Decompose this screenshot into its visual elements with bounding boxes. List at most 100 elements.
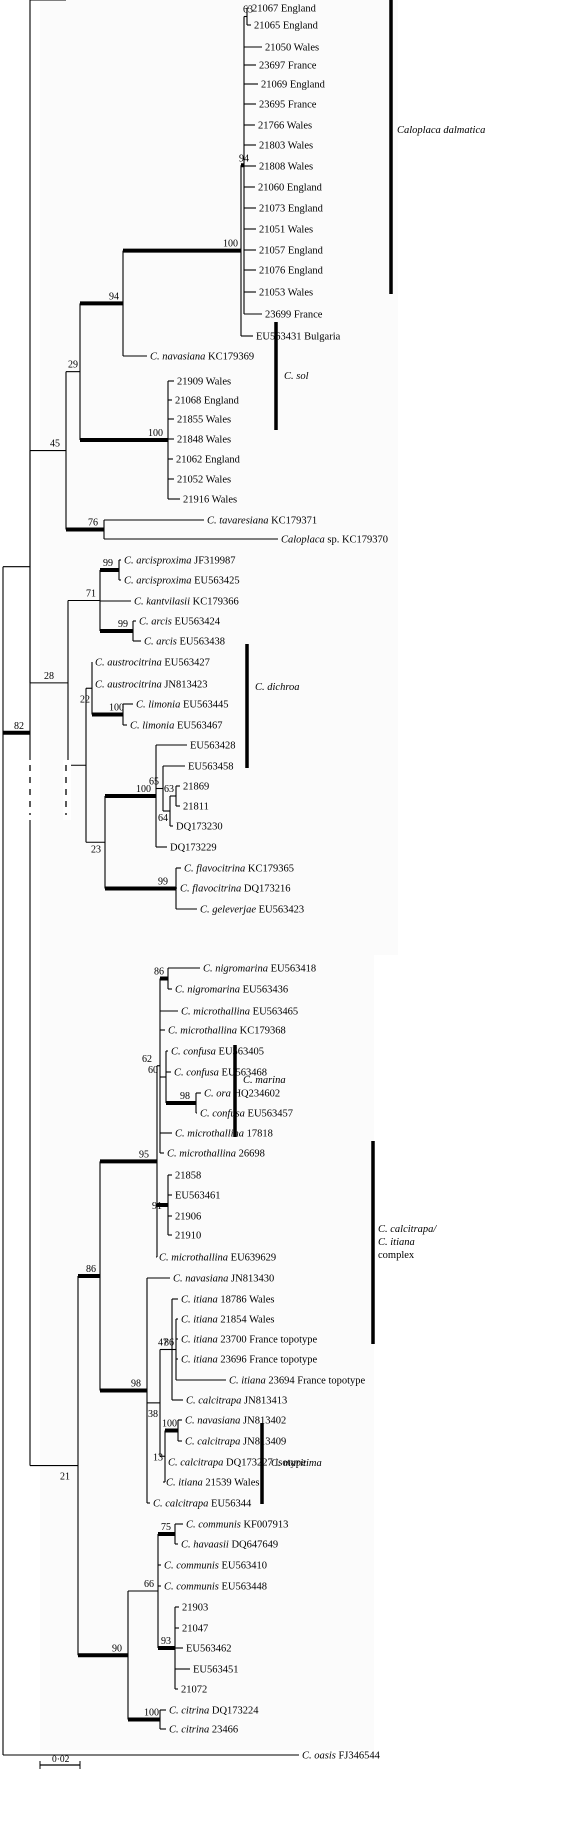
leaf-label: EU563462 <box>186 1644 232 1655</box>
bootstrap-value: 100 <box>162 1419 177 1430</box>
leaf-label: C. itiana 23700 France topotype <box>181 1335 318 1346</box>
leaf-label: C. navasiana JN813402 <box>185 1416 286 1427</box>
leaf-label: C. austrocitrina JN813423 <box>95 680 208 691</box>
bootstrap-value: 22 <box>80 694 90 705</box>
leaf-label: 21073 England <box>259 204 324 215</box>
clade-label: C. itiana <box>378 1237 415 1248</box>
leaf-label: C. oasis FJ346544 <box>302 1751 381 1762</box>
clade-label: C. maritima <box>271 1458 322 1469</box>
leaf-label: 21065 England <box>254 21 319 32</box>
leaf-label: C. havaasii DQ647649 <box>181 1540 278 1551</box>
leaf-label: 21053 Wales <box>259 288 313 299</box>
bootstrap-value: 28 <box>44 671 54 682</box>
leaf-label: 23699 France <box>265 310 323 321</box>
leaf-label: C. itiana 23694 France topotype <box>229 1376 366 1387</box>
leaf-label: C. calcitrapa JN813413 <box>186 1396 287 1407</box>
clade-label: C. marina <box>243 1075 286 1086</box>
leaf-label: 21050 Wales <box>265 43 319 54</box>
leaf-label: EU563451 <box>193 1665 239 1676</box>
leaf-label: DQ173230 <box>176 822 223 833</box>
leaf-label: 21855 Wales <box>177 415 231 426</box>
leaf-label: C. itiana 21854 Wales <box>181 1315 274 1326</box>
leaf-label: C. confusa EU563468 <box>174 1068 267 1079</box>
leaf-label: C. nigromarina EU563418 <box>203 964 316 975</box>
leaf-label: C. calcitrapa EU56344 <box>153 1499 252 1510</box>
bootstrap-value: 63 <box>243 5 253 16</box>
leaf-label: 21906 <box>175 1212 201 1223</box>
leaf-label: C. flavocitrina KC179365 <box>184 864 294 875</box>
clade-label: Caloplaca dalmatica <box>397 125 485 136</box>
leaf-label: 21051 Wales <box>259 225 313 236</box>
bootstrap-value: 91 <box>152 1201 162 1212</box>
bootstrap-value: 63 <box>164 784 174 795</box>
leaf-label: 21067 England <box>252 4 317 15</box>
bootstrap-value: 65 <box>149 777 159 788</box>
leaf-label: C. nigromarina EU563436 <box>175 985 288 996</box>
leaf-label: C. citrina DQ173224 <box>169 1706 259 1717</box>
leaf-label: C. communis EU563448 <box>164 1582 267 1593</box>
bootstrap-value: 82 <box>14 721 24 732</box>
break-gap <box>63 760 71 820</box>
leaf-label: 21047 <box>182 1624 208 1635</box>
bootstrap-value: 86 <box>86 1264 96 1275</box>
leaf-label: C. limonia EU563467 <box>130 721 222 732</box>
leaf-label: C. tavaresiana KC179371 <box>207 516 317 527</box>
bootstrap-value: 100 <box>109 703 124 714</box>
leaf-label: C. calcitrapa DQ173227 isotype <box>168 1458 306 1469</box>
leaf-label: EU563458 <box>188 762 234 773</box>
panel-upper <box>40 0 398 955</box>
leaf-label: C. itiana 23696 France topotype <box>181 1355 318 1366</box>
leaf-label: 21909 Wales <box>177 377 231 388</box>
leaf-label: C. arcisproxima EU563425 <box>124 576 240 587</box>
leaf-label: Caloplaca sp. KC179370 <box>281 535 388 546</box>
leaf-label: 21072 <box>181 1685 207 1696</box>
leaf-label: C. kantvilasii KC179366 <box>134 597 239 608</box>
bootstrap-value: 66 <box>144 1579 154 1590</box>
leaf-label: 21060 England <box>258 183 323 194</box>
leaf-label: 21903 <box>182 1603 208 1614</box>
bootstrap-value: 93 <box>161 1636 171 1647</box>
bootstrap-value: 99 <box>118 619 128 630</box>
leaf-label: 21916 Wales <box>183 495 237 506</box>
leaf-label: C. flavocitrina DQ173216 <box>180 884 291 895</box>
leaf-label: C. ora HQ234602 <box>204 1089 280 1100</box>
bootstrap-value: 13 <box>153 1452 163 1463</box>
leaf-label: 21057 England <box>259 246 324 257</box>
bootstrap-value: 100 <box>144 1708 159 1719</box>
leaf-label: C. microthallina EU563465 <box>181 1007 298 1018</box>
bootstrap-value: 94 <box>109 291 119 302</box>
bootstrap-value: 38 <box>148 1409 158 1420</box>
break-gap <box>27 760 35 820</box>
leaf-label: C. itiana 21539 Wales <box>166 1478 259 1489</box>
leaf-label: EU563461 <box>175 1191 221 1202</box>
leaf-label: C. arcisproxima JF319987 <box>124 556 236 567</box>
leaf-label: 21766 Wales <box>258 121 312 132</box>
leaf-label: 23697 France <box>259 61 317 72</box>
leaf-label: 21076 England <box>259 266 324 277</box>
bootstrap-value: 21 <box>60 1472 70 1483</box>
bootstrap-value: 100 <box>136 784 151 795</box>
leaf-label: 21808 Wales <box>259 162 313 173</box>
leaf-label: C. communis EU563410 <box>164 1561 267 1572</box>
leaf-label: C. microthallina EU639629 <box>159 1253 276 1264</box>
bootstrap-value: 47 <box>158 1338 168 1349</box>
bootstrap-value: 98 <box>131 1379 141 1390</box>
leaf-label: C. arcis EU563438 <box>144 637 225 648</box>
leaf-label: C. confusa EU563457 <box>200 1109 293 1120</box>
leaf-label: 21062 England <box>176 455 241 466</box>
bootstrap-value: 45 <box>50 439 60 450</box>
leaf-label: C. communis KF007913 <box>186 1520 288 1531</box>
leaf-label: C. itiana 18786 Wales <box>181 1295 274 1306</box>
bootstrap-value: 99 <box>158 877 168 888</box>
leaf-label: C. arcis EU563424 <box>139 617 221 628</box>
bootstrap-value: 94 <box>239 153 249 164</box>
leaf-label: 21858 <box>175 1171 201 1182</box>
leaf-label: EU563428 <box>190 741 236 752</box>
leaf-label: DQ173229 <box>170 843 217 854</box>
clade-label: C. calcitrapa/ <box>378 1224 437 1235</box>
bootstrap-value: 75 <box>161 1522 171 1533</box>
leaf-label: 21803 Wales <box>259 141 313 152</box>
leaf-label: C. confusa EU563405 <box>171 1047 264 1058</box>
clade-label: C. sol <box>284 371 309 382</box>
